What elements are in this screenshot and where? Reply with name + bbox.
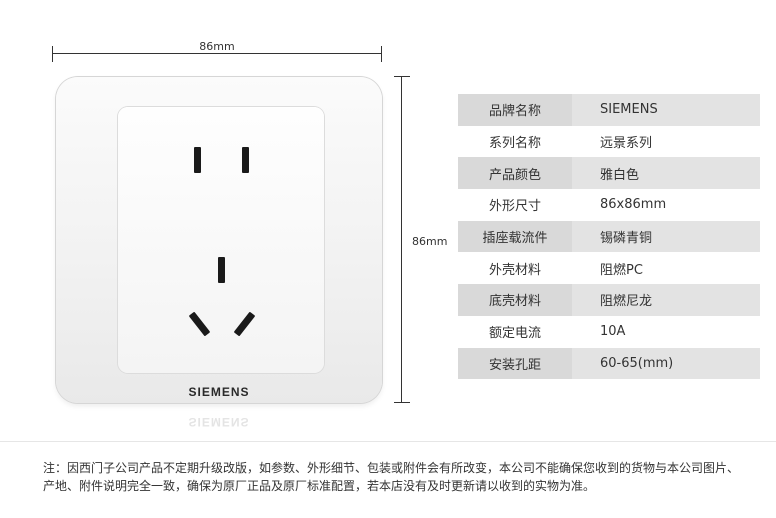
spec-value: 10A [600,324,626,340]
height-dimension [388,76,418,403]
width-dimension-tick-left [52,46,53,62]
spec-row: 品牌名称 SIEMENS [458,94,760,126]
spec-row: 外壳材料 阻燃PC [458,252,760,284]
spec-value: 远景系列 [600,136,653,152]
socket-plate-image: SIEMENS [56,77,382,403]
two-pin-left-slot [194,147,201,173]
width-dimension-label: 86mm [195,40,239,53]
three-pin-earth-slot [218,257,225,283]
two-pin-right-slot [242,147,249,173]
socket-panel [118,107,324,373]
spec-row: 外形尺寸 86x86mm [458,189,760,221]
spec-value: 锡磷青铜 [600,231,653,247]
spec-row: 插座载流件 锡磷青铜 [458,220,760,253]
spec-row: 产品颜色 雅白色 [458,157,760,190]
height-dimension-line [401,76,402,403]
spec-key: 外壳材料 [488,262,541,278]
width-dimension-line [52,53,382,54]
height-dimension-tick-bottom [394,402,410,403]
spec-key: 安装孔距 [458,347,572,380]
section-divider [0,441,776,442]
spec-key: 插座载流件 [458,220,572,253]
spec-row: 额定电流 10A [458,316,760,348]
spec-key: 额定电流 [488,326,541,342]
three-pin-right-slot [233,311,256,337]
spec-key: 外形尺寸 [488,199,541,215]
spec-table: 品牌名称 SIEMENS 系列名称 远景系列 产品颜色 雅白色 外形尺寸 86x… [458,94,760,380]
spec-key: 产品颜色 [458,157,572,190]
brand-logo-reflection: SIEMENS [188,415,250,429]
height-dimension-label: 86mm [412,235,448,248]
spec-row: 底壳材料 阻燃尼龙 [458,284,760,316]
spec-value: 雅白色 [600,167,640,183]
width-dimension: 86mm [52,40,382,70]
height-dimension-tick-top [394,76,410,77]
spec-value: 86x86mm [600,197,667,213]
width-dimension-tick-right [381,46,382,62]
spec-value: 阻燃尼龙 [600,294,653,310]
spec-key: 系列名称 [488,136,541,152]
spec-key: 品牌名称 [458,94,572,126]
spec-value: 阻燃PC [600,262,643,278]
spec-value: SIEMENS [600,102,658,118]
spec-row: 系列名称 远景系列 [458,126,760,158]
spec-key: 底壳材料 [458,284,572,316]
spec-row: 安装孔距 60-65(mm) [458,347,760,380]
brand-logo: SIEMENS [188,385,250,399]
disclaimer-note: 注：因西门子公司产品不定期升级改版，如参数、外形细节、包装或附件会有所改变，本公… [43,461,740,493]
spec-value: 60-65(mm) [600,355,674,371]
three-pin-left-slot [188,311,211,337]
